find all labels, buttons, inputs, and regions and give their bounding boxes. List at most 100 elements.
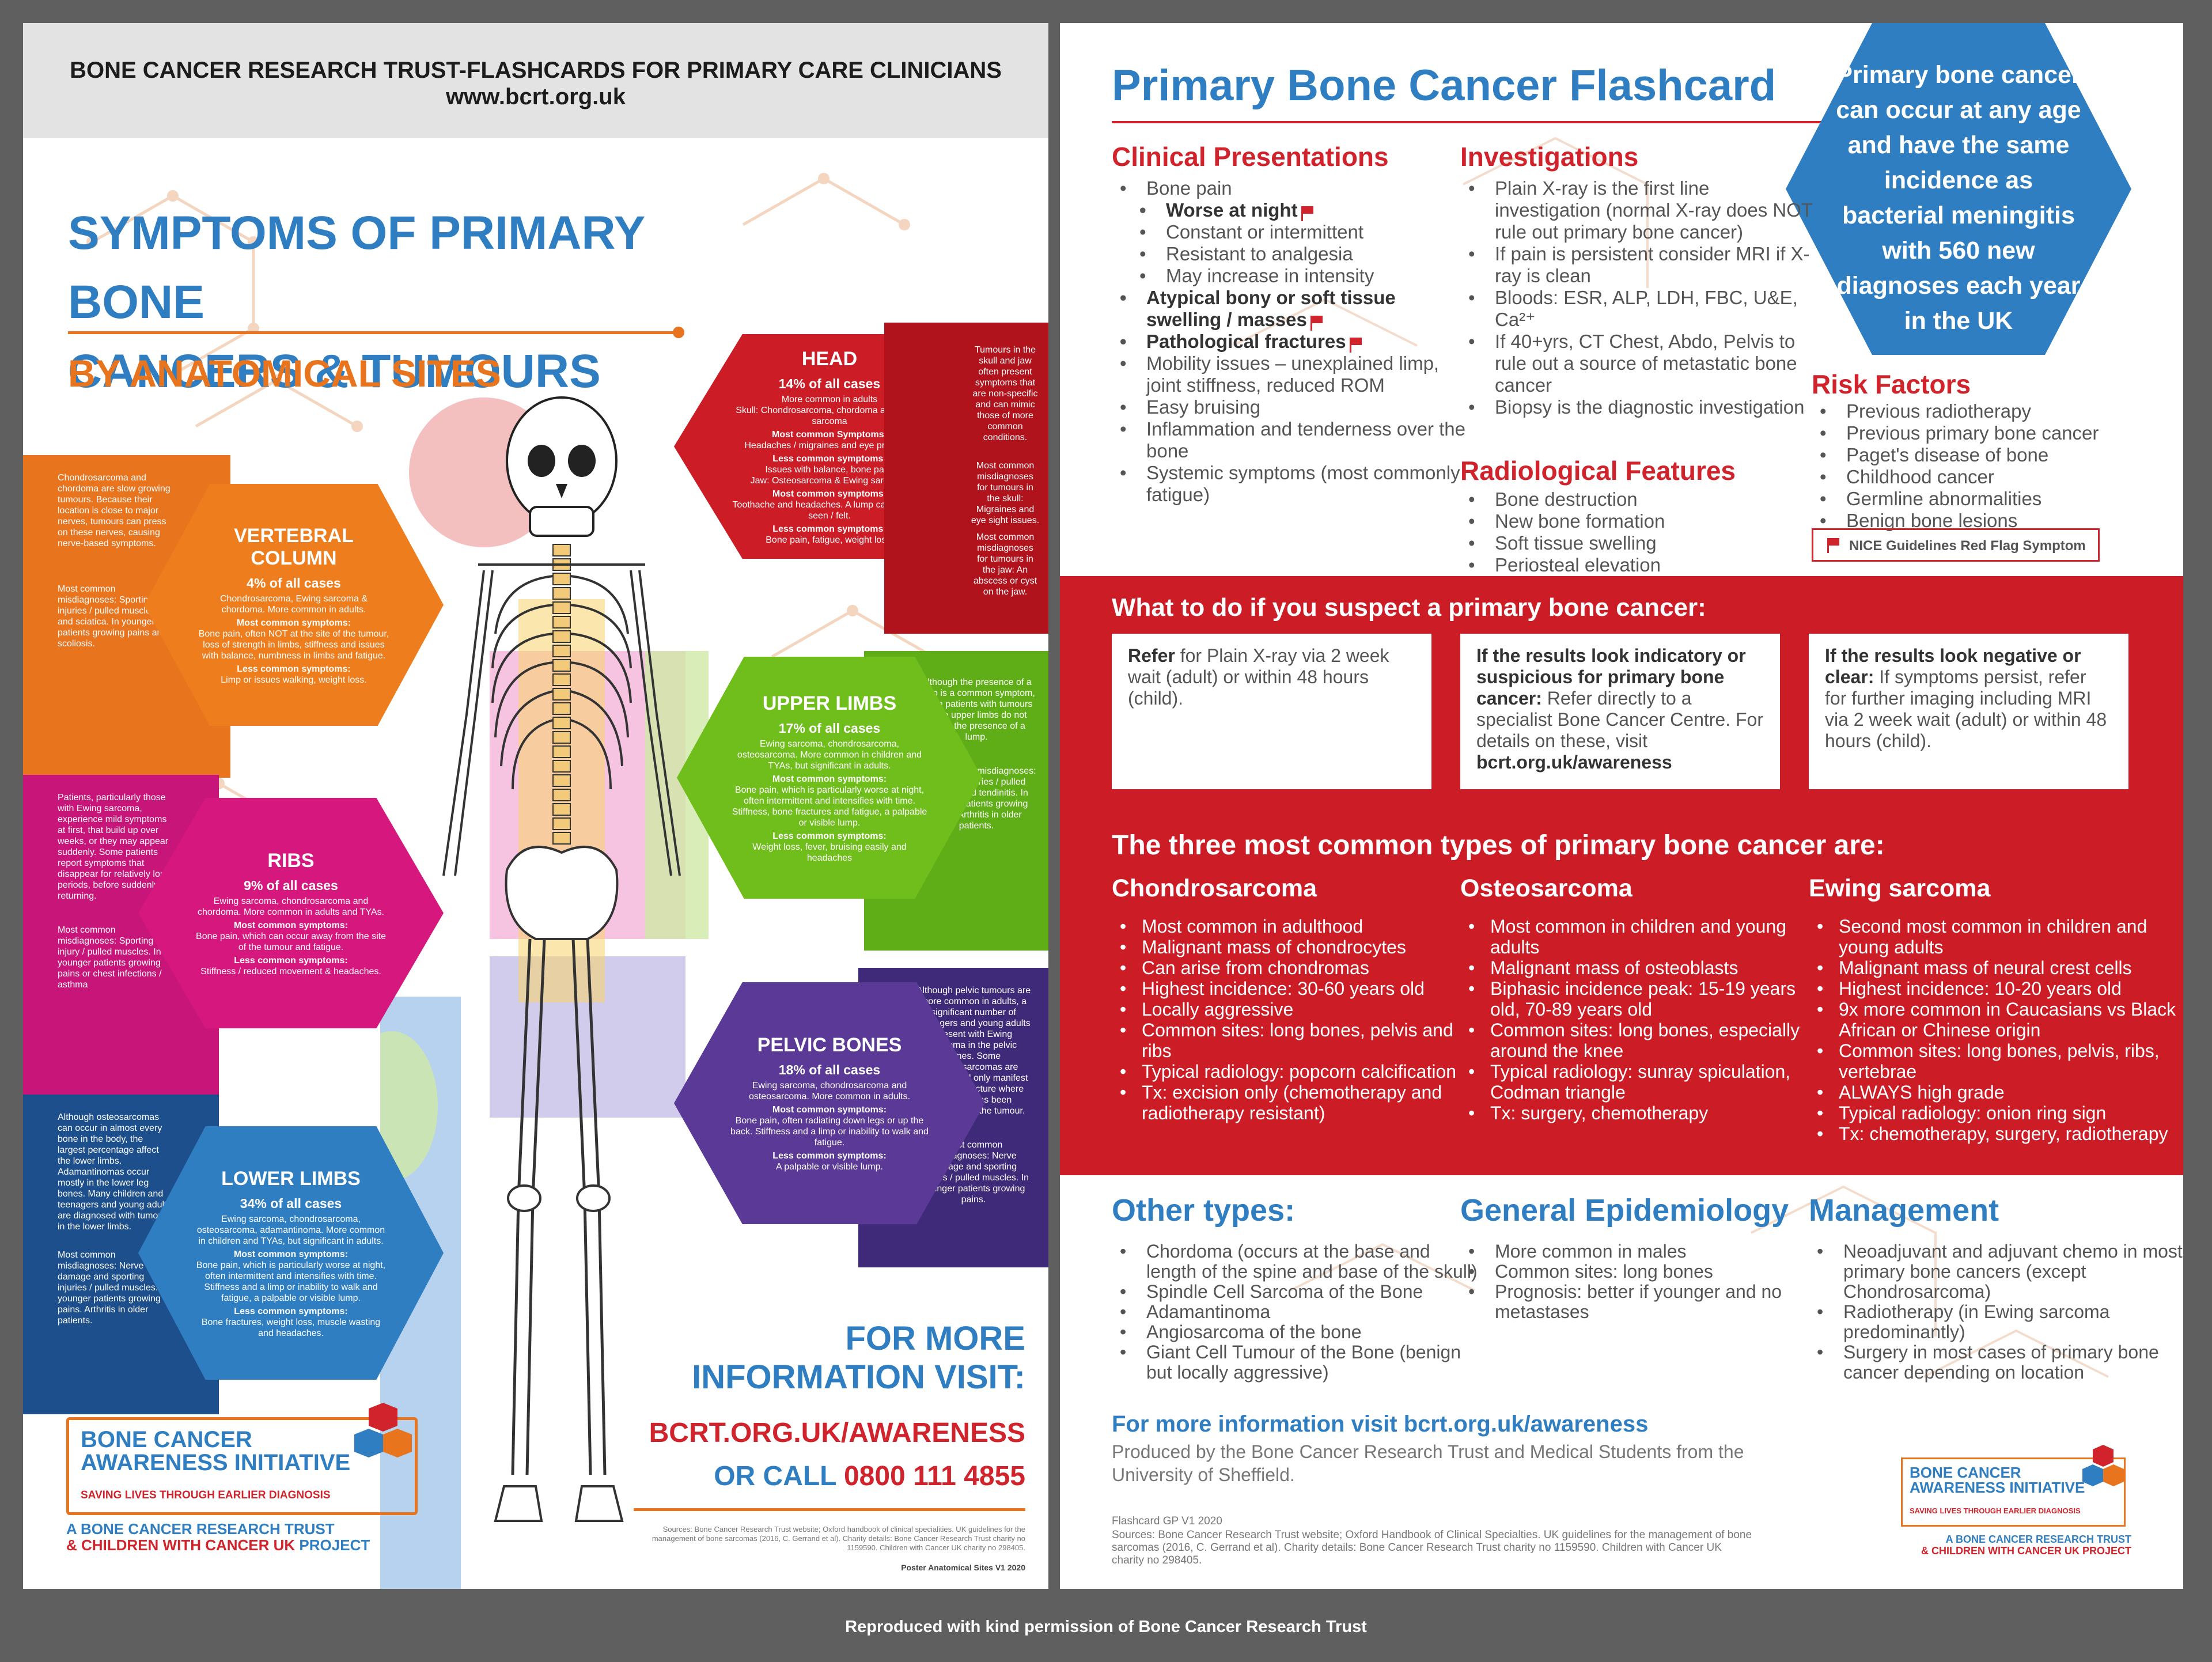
vertebral-side-misdiag: Most common misdiagnoses: Sporting injur… <box>58 584 168 649</box>
osteo-item: Tx: surgery, chemotherapy <box>1468 1103 1824 1123</box>
title-underline <box>68 331 679 334</box>
pelvic-line1: Ewing sarcoma, chondrosarcoma and osteos… <box>748 1081 911 1101</box>
poster-header-url[interactable]: www.bcrt.org.uk <box>446 84 626 109</box>
investigation-item: Plain X-ray is the first line investigat… <box>1468 177 1817 243</box>
head-jaw-sym: Toothache and headaches. A lump can ofte… <box>732 499 927 521</box>
ewing-item: Second most common in children and young… <box>1817 916 2183 957</box>
head-skull-sym: Headaches / migraines and eye problems <box>744 440 915 450</box>
clinical-item: Mobility issues – unexplained limp, join… <box>1120 353 1469 396</box>
investigation-item: If 40+yrs, CT Chest, Abdo, Pelvis to rul… <box>1468 331 1817 396</box>
risk-item: Previous primary bone cancer <box>1820 422 2183 444</box>
head-side-misdiag-skull: Most common misdiagnoses for tumours in … <box>971 461 1040 525</box>
clinical-item: Worse at night <box>1139 199 1469 221</box>
ewing-heading: Ewing sarcoma <box>1809 874 1991 902</box>
box2-link[interactable]: bcrt.org.uk/awareness <box>1476 752 1672 773</box>
suspect-box-negative: If the results look negative or clear: I… <box>1809 634 2128 789</box>
mgmt-item: Surgery in most cases of primary bone ca… <box>1817 1342 2183 1383</box>
chondro-item: Most common in adulthood <box>1120 916 1470 937</box>
head-jaw-sym-heading: Most common symptoms: <box>772 489 887 499</box>
ribs-side-misdiag: Most common misdiagnoses: Sporting injur… <box>58 925 162 990</box>
vertebral-line1: Chondrosarcoma, Ewing sarcoma & chordoma… <box>219 593 368 615</box>
ewing-item: 9x more common in Caucasians vs Black Af… <box>1817 999 2183 1040</box>
management-heading: Management <box>1809 1193 1999 1228</box>
lower-less-heading: Less common symptoms: <box>234 1306 348 1316</box>
clinical-item: Atypical bony or soft tissue swelling / … <box>1120 287 1469 331</box>
risk-item: Paget's disease of bone <box>1820 444 2183 466</box>
poster-title-line1: SYMPTOMS OF PRIMARY BONE <box>68 207 645 328</box>
epi-item: Common sites: long bones <box>1468 1262 1817 1282</box>
vertebral-hexagon: VERTEBRAL COLUMN 4% of all cases Chondro… <box>144 484 444 726</box>
phone-number[interactable]: 0800 111 4855 <box>843 1461 1025 1491</box>
chondro-item: Locally aggressive <box>1120 999 1470 1020</box>
clinical-item: Bone pain <box>1120 177 1469 199</box>
pelvic-percentage: 18% of all cases <box>778 1062 881 1077</box>
box2-text: Refer directly to a specialist Bone Canc… <box>1476 688 1763 751</box>
head-title: HEAD <box>801 347 858 370</box>
ewing-item: Highest incidence: 10-20 years old <box>1817 978 2183 999</box>
flashcard-project-line1: A BONE CANCER RESEARCH TRUST <box>1945 1534 2131 1545</box>
poster-header: BONE CANCER RESEARCH TRUST-FLASHCARDS FO… <box>23 23 1048 138</box>
chondro-item: Can arise from chondromas <box>1120 957 1470 978</box>
head-skull: Skull: Chondrosarcoma, chordoma and Ewin… <box>736 405 923 426</box>
flashcard-logo-tagline: SAVING LIVES THROUGH EARLIER DIAGNOSIS <box>1910 1506 2081 1515</box>
lower-percentage: 34% of all cases <box>240 1195 342 1211</box>
red-flag-icon <box>1310 316 1323 331</box>
project-credit: A BONE CANCER RESEARCH TRUST & CHILDREN … <box>66 1521 370 1553</box>
osteo-heading: Osteosarcoma <box>1460 874 1633 902</box>
red-flag-icon <box>1827 538 1840 553</box>
flashcard-logo: BONE CANCER AWARENESS INITIATIVE SAVING … <box>1901 1445 2126 1527</box>
flashcard-more-info[interactable]: For more information visit bcrt.org.uk/a… <box>1112 1411 1649 1437</box>
pelvic-sym: Bone pain, often radiating down legs or … <box>730 1116 929 1148</box>
upper-percentage: 17% of all cases <box>778 720 881 736</box>
other-type-item: Adamantinoma <box>1120 1302 1480 1323</box>
ribs-hexagon: RIBS 9% of all cases Ewing sarcoma, chon… <box>138 798 444 1028</box>
other-types-list: Chordoma (occurs at the base and length … <box>1112 1241 1480 1383</box>
suspect-box-refer: Refer for Plain X-ray via 2 week wait (a… <box>1112 634 1431 789</box>
incidence-hexagon: Primary bone cancer can occur at any age… <box>1786 23 2131 355</box>
poster-title-line2: CANCERS & TUMOURS <box>68 345 601 397</box>
clinical-list: Bone pain Worse at night Constant or int… <box>1112 177 1469 506</box>
more-info-phone: OR CALL 0800 111 4855 <box>541 1460 1025 1492</box>
flashcard-version: Flashcard GP V1 2020 <box>1112 1515 1222 1527</box>
vertebral-title: VERTEBRAL COLUMN <box>234 524 354 569</box>
epidemiology-heading: General Epidemiology <box>1460 1193 1789 1228</box>
investigations-heading: Investigations <box>1460 142 1639 172</box>
incidence-text: Primary bone cancer can occur at any age… <box>1836 61 2081 335</box>
radiological-item: New bone formation <box>1468 510 1817 532</box>
title-underline-dot <box>673 327 684 338</box>
symptoms-poster: BONE CANCER RESEARCH TRUST-FLASHCARDS FO… <box>23 23 1048 1589</box>
radiological-list: Bone destruction New bone formation Soft… <box>1460 489 1817 576</box>
osteo-item: Malignant mass of osteoblasts <box>1468 957 1824 978</box>
pelvic-title: PELVIC BONES <box>757 1034 902 1056</box>
chondro-item: Malignant mass of chondrocytes <box>1120 937 1470 957</box>
head-skull-less: Issues with balance, bone pain. <box>765 464 894 475</box>
flashcard-logo-line2: AWARENESS INITIATIVE <box>1910 1479 2085 1496</box>
more-info-url[interactable]: BCRT.ORG.UK/AWARENESS <box>649 1418 1025 1448</box>
radiological-item: Soft tissue swelling <box>1468 532 1817 554</box>
radiological-item: Periosteal elevation <box>1468 554 1817 576</box>
permission-footer: Reproduced with kind permission of Bone … <box>845 1618 1367 1636</box>
more-info-line1: FOR MORE <box>845 1320 1025 1357</box>
logo-line2: AWARENESS INITIATIVE <box>81 1450 351 1475</box>
pelvic-side-note: Although pelvic tumours are more common … <box>916 986 1031 1116</box>
ewing-item: Tx: chemotherapy, surgery, radiotherapy <box>1817 1123 2183 1144</box>
more-info-line2: INFORMATION VISIT: <box>692 1358 1025 1396</box>
ribs-less: Stiffness / reduced movement & headaches… <box>200 966 381 976</box>
red-flag-legend-text: NICE Guidelines Red Flag Symptom <box>1849 538 2086 554</box>
lower-side-note: Although osteosarcomas can occur in almo… <box>58 1112 172 1232</box>
flashcard-produced-by: Produced by the Bone Cancer Research Tru… <box>1112 1441 1744 1485</box>
upper-title: UPPER LIMBS <box>762 692 897 714</box>
logo-line1: BONE CANCER <box>81 1427 252 1452</box>
lower-sym: Bone pain, which is particularly worse a… <box>196 1260 386 1303</box>
ewing-item: Typical radiology: onion ring sign <box>1817 1103 2183 1123</box>
lower-side-misdiag: Most common misdiagnoses: Nerve damage a… <box>58 1250 169 1326</box>
risk-item: Previous radiotherapy <box>1820 400 2183 422</box>
red-flag-icon <box>1349 338 1362 353</box>
lower-line1: Ewing sarcoma, chondrosarcoma, osteosarc… <box>196 1214 385 1246</box>
title-rule <box>1112 121 1843 123</box>
epi-item: Prognosis: better if younger and no meta… <box>1468 1282 1817 1322</box>
ribs-sym: Bone pain, which can occur away from the… <box>196 931 386 952</box>
epidemiology-list: More common in males Common sites: long … <box>1460 1241 1817 1322</box>
clinical-item-text: Pathological fractures <box>1146 331 1346 352</box>
logo-tagline: SAVING LIVES THROUGH EARLIER DIAGNOSIS <box>81 1489 331 1501</box>
